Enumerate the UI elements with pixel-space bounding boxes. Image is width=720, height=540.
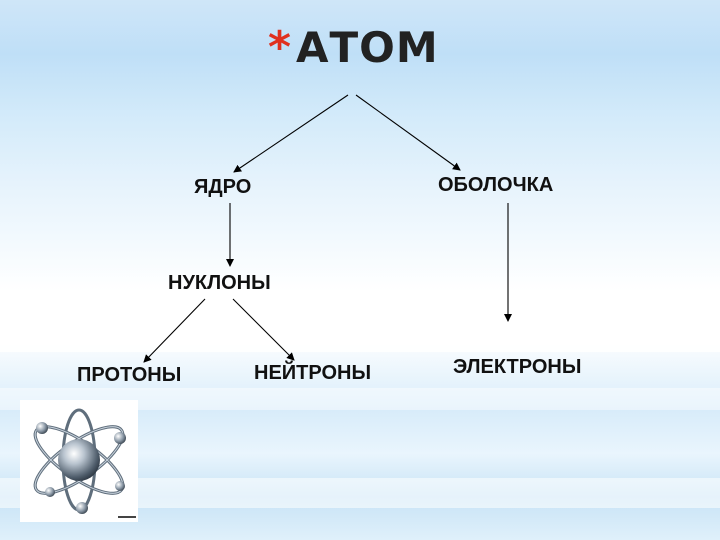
node-neutrons: НЕЙТРОНЫ	[254, 362, 372, 384]
title-bullet: *	[268, 22, 293, 73]
arrow-atom-to-nucleus	[233, 94, 349, 173]
node-shell: ОБОЛОЧКА	[438, 174, 554, 196]
node-nucleus: ЯДРО	[194, 176, 252, 198]
node-nucleons: НУКЛОНЫ	[168, 272, 271, 294]
background-band	[0, 296, 720, 352]
title-text: АТОМ	[296, 23, 439, 72]
atom-model-icon	[20, 400, 138, 522]
arrow-nucleons-to-protons	[143, 298, 206, 363]
arrow-atom-to-shell	[355, 94, 461, 171]
background-band	[0, 388, 720, 410]
diagram-title: *АТОМ	[268, 22, 439, 73]
arrow-nucleons-to-neutrons	[232, 298, 295, 361]
node-electrons: ЭЛЕКТРОНЫ	[453, 356, 582, 378]
node-protons: ПРОТОНЫ	[77, 364, 182, 386]
